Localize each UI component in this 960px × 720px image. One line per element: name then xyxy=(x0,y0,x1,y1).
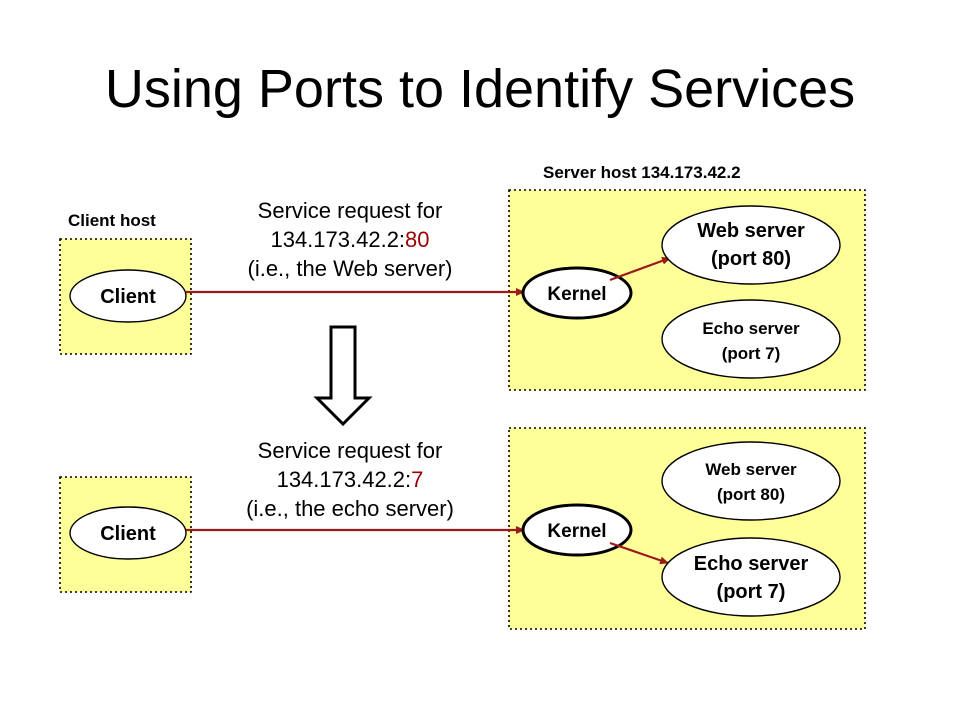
kernel-ellipse-top xyxy=(521,266,633,320)
request-addr-top: 134.173.42.2: xyxy=(270,227,405,252)
request-line1-bottom: Service request for xyxy=(258,438,443,463)
dispatch-arrow-bottom xyxy=(609,541,669,565)
web-server-port-top: (port 80) xyxy=(711,248,791,270)
client-host-label: Client host xyxy=(68,211,156,230)
dispatch-arrow-top xyxy=(609,256,671,282)
kernel-label-bottom: Kernel xyxy=(547,521,606,542)
request-addr-bottom: 134.173.42.2: xyxy=(277,467,412,492)
web-server-ellipse-top xyxy=(661,205,841,285)
web-server-name-top: Web server xyxy=(697,220,805,242)
request-line3-top: (i.e., the Web server) xyxy=(248,256,453,281)
down-arrow-icon xyxy=(313,325,373,427)
server-host-label: Server host 134.173.42.2 xyxy=(543,163,741,182)
request-port-top: 80 xyxy=(405,227,429,252)
kernel-label-top: Kernel xyxy=(547,284,606,305)
client-ellipse-top xyxy=(69,269,187,323)
request-address-bottom: 134.173.42.2:7 xyxy=(277,467,424,492)
echo-server-port-top: (port 7) xyxy=(722,344,781,363)
web-server-port-bottom: (port 80) xyxy=(717,485,785,504)
client-label-top: Client xyxy=(100,286,156,308)
web-server-name-bottom: Web server xyxy=(705,460,797,479)
request-port-bottom: 7 xyxy=(411,467,423,492)
request-line3-bottom: (i.e., the echo server) xyxy=(246,496,454,521)
request-address-top: 134.173.42.2:80 xyxy=(270,227,429,252)
slide-title: Using Ports to Identify Services xyxy=(104,59,856,119)
client-ellipse-bottom xyxy=(69,506,187,560)
kernel-ellipse-bottom xyxy=(521,503,633,557)
echo-server-name-top: Echo server xyxy=(702,319,800,338)
web-server-ellipse-bottom xyxy=(661,441,841,521)
echo-server-name-bottom: Echo server xyxy=(694,553,809,575)
client-label-bottom: Client xyxy=(100,523,156,545)
echo-server-ellipse-top xyxy=(661,299,841,379)
echo-server-port-bottom: (port 7) xyxy=(717,581,786,603)
echo-server-ellipse-bottom xyxy=(661,537,841,617)
request-line1-top: Service request for xyxy=(258,198,443,223)
